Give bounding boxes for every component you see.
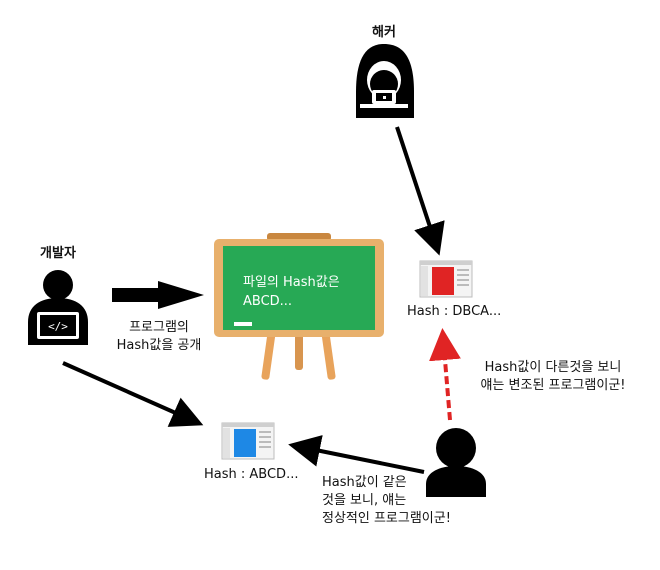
tampered-file-icon — [419, 260, 473, 298]
original-check-caption: Hash값이 같은 것을 보니, 얘는 정상적인 프로그램이군! — [322, 474, 451, 528]
board-text-line1: 파일의 Hash값은 — [243, 275, 340, 290]
developer-to-original-arrow — [62, 361, 204, 427]
board-text: 파일의 Hash값은 ABCD... — [243, 273, 363, 311]
tampered-check-line2: 얘는 변조된 프로그램이군! — [480, 378, 626, 393]
user-to-tampered-arrow — [429, 328, 461, 421]
developer-to-board-arrow — [112, 281, 204, 309]
user-icon — [426, 428, 486, 497]
publish-caption-line2: Hash값을 공개 — [116, 338, 202, 353]
original-check-line3: 정상적인 프로그램이군! — [322, 511, 451, 526]
svg-text:</>: </> — [48, 320, 68, 333]
original-file-icon — [221, 422, 275, 460]
original-check-line1: Hash값이 같은 — [322, 475, 407, 490]
publish-caption-line1: 프로그램의 — [129, 320, 189, 335]
developer-label: 개발자 — [40, 246, 76, 261]
developer-icon: </> — [28, 270, 88, 345]
publish-hash-caption: 프로그램의 Hash값을 공개 — [104, 319, 214, 355]
original-check-line2: 것을 보니, 얘는 — [322, 493, 407, 508]
tampered-check-caption: Hash값이 다른것을 보니 얘는 변조된 프로그램이군! — [458, 359, 648, 395]
tampered-check-line1: Hash값이 다른것을 보니 — [484, 360, 622, 375]
hacker-to-tampered-arrow — [395, 126, 445, 256]
user-to-original-arrow — [288, 435, 425, 474]
blackboard-icon — [214, 233, 384, 380]
tampered-hash-label: Hash : DBCA... — [407, 304, 502, 319]
board-text-line2: ABCD... — [243, 294, 293, 309]
hacker-icon — [356, 44, 414, 118]
hacker-label: 해커 — [372, 25, 396, 40]
original-hash-label: Hash : ABCD... — [204, 467, 299, 482]
